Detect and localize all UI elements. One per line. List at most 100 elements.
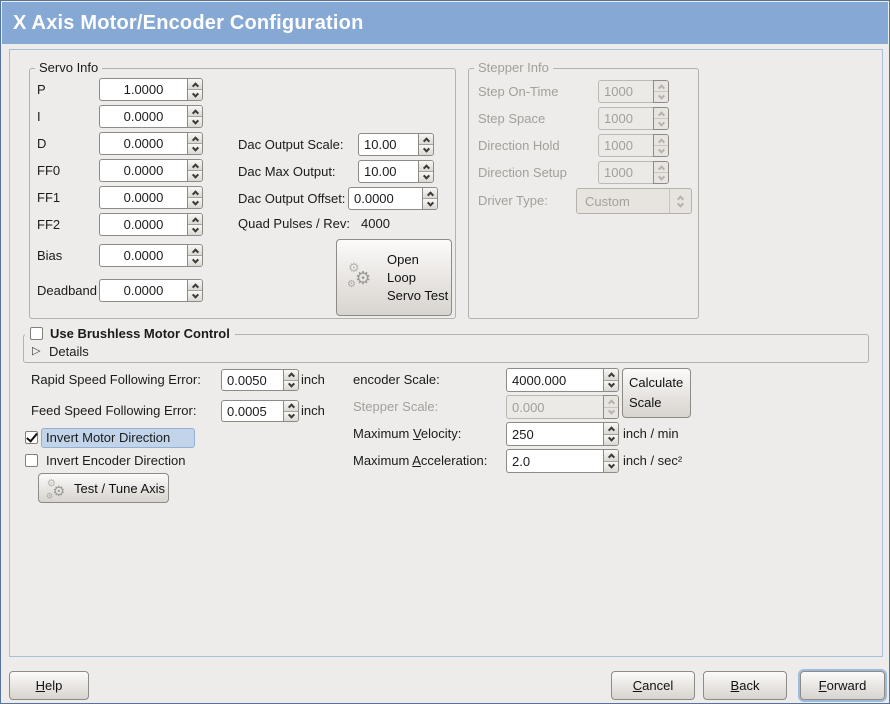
step-on-time-label: Step On-Time [478,84,559,99]
i-label: I [37,109,41,124]
step-on-time-spinbox: 1000 [598,80,669,103]
max-acceleration-input[interactable]: 2.0 [506,449,603,473]
driver-type-label: Driver Type: [478,193,548,208]
details-expander-icon[interactable]: ▷ [32,345,41,357]
calculate-scale-button-label: Calculate Scale [629,375,684,410]
open-loop-servo-test-button[interactable]: ⚙⚙⚙ Open Loop Servo Test [336,239,452,316]
help-button[interactable]: Help [9,671,89,700]
step-space-spinbox: 1000 [598,107,669,130]
encoder-scale-spinbox[interactable]: 4000.000 [506,368,619,392]
deadband-spinbox[interactable]: 0.0000 [99,279,203,302]
ff2-spin-buttons[interactable] [187,213,203,236]
dac-output-scale-input[interactable]: 10.00 [358,133,418,156]
d-input[interactable]: 0.0000 [99,132,187,155]
rapid-ferror-input[interactable]: 0.0050 [221,369,283,391]
gears-icon: ⚙⚙⚙ [46,476,66,501]
i-spin-buttons[interactable] [187,105,203,128]
back-button[interactable]: Back [703,671,787,700]
max-velocity-spinbox[interactable]: 250 [506,422,619,446]
rapid-ferror-unit: inch [301,372,325,387]
max-acceleration-spin-buttons[interactable] [603,449,619,473]
step-on-time-spin-buttons [653,80,669,103]
use-brushless-checkbox[interactable] [30,327,43,340]
cancel-button[interactable]: Cancel [611,671,695,700]
bias-input[interactable]: 0.0000 [99,244,187,267]
ff1-input[interactable]: 0.0000 [99,186,187,209]
p-spinbox[interactable]: 1.0000 [99,78,203,101]
ff1-spinbox[interactable]: 0.0000 [99,186,203,209]
servo-info-legend: Servo Info [35,61,103,75]
forward-button-label: Forward [818,678,867,693]
driver-type-value: Custom [585,193,630,209]
dac-output-scale-spinbox[interactable]: 10.00 [358,133,434,156]
details-expander-label[interactable]: Details [49,344,89,359]
rapid-ferror-spin-buttons[interactable] [283,369,299,391]
max-velocity-label: Maximum Velocity: [353,426,462,441]
rapid-ferror-spinbox[interactable]: 0.0050 [221,369,299,391]
stepper-scale-input: 0.000 [506,395,603,419]
d-label: D [37,136,47,151]
ff2-input[interactable]: 0.0000 [99,213,187,236]
dac-max-output-input[interactable]: 10.00 [358,160,418,183]
ff2-label: FF2 [37,217,61,232]
i-input[interactable]: 0.0000 [99,105,187,128]
max-velocity-spin-buttons[interactable] [603,422,619,446]
deadband-spin-buttons[interactable] [187,279,203,302]
stepper-scale-spinbox: 0.000 [506,395,619,419]
brushless-legend-group: Use Brushless Motor Control [25,325,235,342]
stepper-info-legend: Stepper Info [474,61,553,75]
p-label: P [37,82,46,97]
stepper-scale-label: Stepper Scale: [353,399,439,414]
dac-max-output-spin-buttons[interactable] [418,160,434,183]
bias-spinbox[interactable]: 0.0000 [99,244,203,267]
ff0-spin-buttons[interactable] [187,159,203,182]
dac-output-offset-spin-buttons[interactable] [422,187,438,210]
direction-setup-label: Direction Setup [478,165,567,180]
feed-ferror-input[interactable]: 0.0005 [221,400,283,422]
encoder-scale-spin-buttons[interactable] [603,368,619,392]
dac-output-scale-spin-buttons[interactable] [418,133,434,156]
bias-spin-buttons[interactable] [187,244,203,267]
feed-ferror-spinbox[interactable]: 0.0005 [221,400,299,422]
max-acceleration-spinbox[interactable]: 2.0 [506,449,619,473]
quad-pulses-value: 4000 [361,216,390,231]
use-brushless-label[interactable]: Use Brushless Motor Control [50,326,230,341]
ff1-label: FF1 [37,190,61,205]
forward-button[interactable]: Forward [800,671,885,700]
page-title: X Axis Motor/Encoder Configuration [13,11,364,34]
invert-motor-label[interactable]: Invert Motor Direction [46,430,171,445]
max-acceleration-label: Maximum Acceleration: [353,453,488,468]
dac-output-offset-label: Dac Output Offset: [238,191,346,206]
p-spin-buttons[interactable] [187,78,203,101]
invert-encoder-label[interactable]: Invert Encoder Direction [46,453,186,468]
p-input[interactable]: 1.0000 [99,78,187,101]
calculate-scale-button[interactable]: Calculate Scale [622,368,691,418]
max-velocity-unit: inch / min [623,426,679,441]
ff0-label: FF0 [37,163,61,178]
feed-ferror-spin-buttons[interactable] [283,400,299,422]
dac-output-offset-spinbox[interactable]: 0.0000 [348,187,438,210]
ff0-spinbox[interactable]: 0.0000 [99,159,203,182]
gears-icon: ⚙⚙⚙ [347,259,372,290]
encoder-scale-input[interactable]: 4000.000 [506,368,603,392]
direction-hold-spin-buttons [653,134,669,157]
d-spin-buttons[interactable] [187,132,203,155]
ff2-spinbox[interactable]: 0.0000 [99,213,203,236]
d-spinbox[interactable]: 0.0000 [99,132,203,155]
dac-output-offset-input[interactable]: 0.0000 [348,187,422,210]
invert-motor-checkbox[interactable] [25,431,38,444]
test-tune-axis-button[interactable]: ⚙⚙⚙ Test / Tune Axis [38,473,169,503]
invert-encoder-checkbox[interactable] [25,454,38,467]
max-velocity-input[interactable]: 250 [506,422,603,446]
dac-max-output-spinbox[interactable]: 10.00 [358,160,434,183]
i-spinbox[interactable]: 0.0000 [99,105,203,128]
back-button-label: Back [730,678,760,693]
direction-hold-label: Direction Hold [478,138,560,153]
ff0-input[interactable]: 0.0000 [99,159,187,182]
ff1-spin-buttons[interactable] [187,186,203,209]
deadband-input[interactable]: 0.0000 [99,279,187,302]
bias-label: Bias [37,248,63,263]
encoder-scale-label: encoder Scale: [353,372,440,387]
stepper-info-frame [468,68,699,319]
